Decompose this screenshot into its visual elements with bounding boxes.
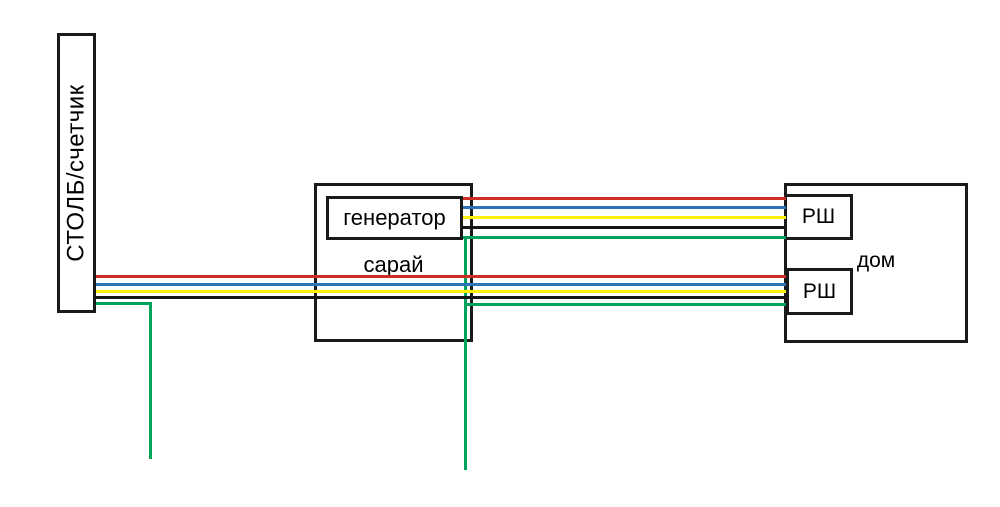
rsh-upper-box: РШ xyxy=(784,194,853,240)
generator-box: генератор xyxy=(326,196,463,240)
wire-green-barn-ground-vertical xyxy=(464,236,467,470)
barn-label: сарай xyxy=(363,252,424,277)
generator-label: генератор xyxy=(343,205,446,230)
wire-green-generator-to-rsh xyxy=(463,236,786,239)
wire-green-pole-ground-vertical xyxy=(149,302,152,459)
wire-yellow-generator-to-rsh xyxy=(463,216,786,219)
rsh-lower-label: РШ xyxy=(802,279,837,303)
wire-yellow-pole-to-house xyxy=(96,290,786,293)
wire-black-pole-to-house xyxy=(96,296,786,299)
house-label: дом xyxy=(856,249,896,272)
wire-black-generator-to-rsh xyxy=(463,226,786,229)
house-box xyxy=(784,183,968,343)
wire-red-pole-to-house xyxy=(96,275,786,278)
wire-green-pole-ground-horizontal xyxy=(96,302,152,305)
pole-meter-label: СТОЛБ/счетчик xyxy=(62,84,90,262)
wire-blue-pole-to-house xyxy=(96,283,786,286)
pole-meter-box: СТОЛБ/счетчик xyxy=(57,33,96,313)
rsh-upper-label: РШ xyxy=(801,205,836,228)
wire-green-to-lower-rsh xyxy=(464,303,786,306)
wire-red-generator-to-rsh xyxy=(463,197,786,200)
rsh-lower-box: РШ xyxy=(786,268,853,315)
wire-blue-generator-to-rsh xyxy=(463,206,786,209)
